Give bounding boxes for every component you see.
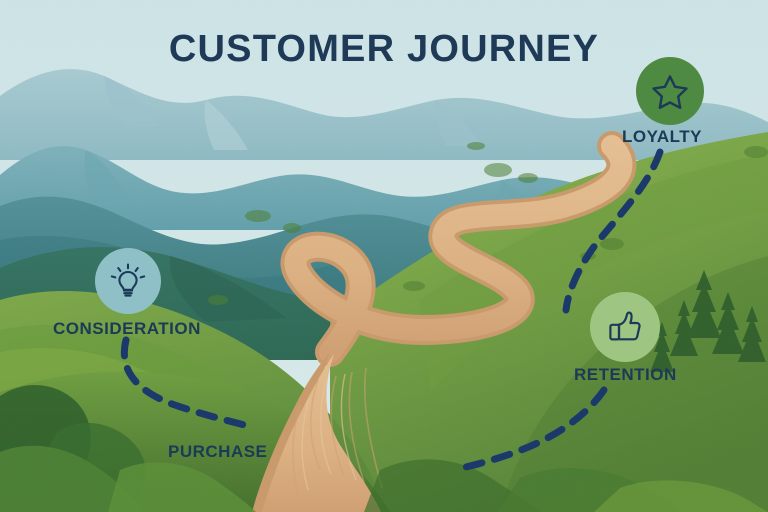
star-icon (652, 75, 688, 109)
lightbulb-icon (110, 263, 146, 297)
stage-label-consideration: CONSIDERATION (53, 319, 201, 338)
thumbs-up-icon (609, 311, 641, 341)
stage-label-retention: RETENTION (574, 365, 677, 384)
connector-loyalty-to-retention (562, 148, 664, 314)
stage-icon-consideration[interactable] (95, 248, 161, 314)
page-title: CUSTOMER JOURNEY (168, 28, 600, 70)
stage-icon-loyalty[interactable] (636, 57, 704, 125)
stage-icon-retention[interactable] (590, 292, 660, 362)
connector-retention-to-purchase (458, 386, 608, 472)
stage-label-purchase: PURCHASE (168, 442, 268, 461)
stage-label-loyalty: LOYALTY (622, 127, 703, 146)
connector-consideration-to-purchase (120, 336, 252, 430)
